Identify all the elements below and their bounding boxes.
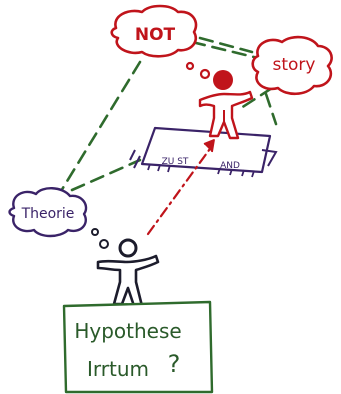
navy-thought-bubbles bbox=[91, 228, 109, 249]
connector-not-to-theorie bbox=[56, 60, 142, 198]
connector-story-to-board bbox=[264, 92, 278, 126]
hypothese-box: Hypothese Irrtum ? bbox=[62, 300, 214, 394]
navy-stick-figure bbox=[96, 238, 160, 308]
red-arrow-line bbox=[146, 144, 214, 236]
zustand-right-label: AND bbox=[220, 161, 240, 171]
not-cloud-shape bbox=[110, 4, 198, 58]
red-bubble-large bbox=[199, 68, 211, 80]
connector-theorie-to-board bbox=[70, 158, 142, 192]
not-label: NOT bbox=[135, 25, 176, 45]
story-cloud: story bbox=[251, 35, 333, 96]
story-cloud-shape bbox=[251, 35, 333, 96]
theorie-cloud-shape bbox=[8, 187, 88, 238]
theorie-label: Theorie bbox=[21, 206, 75, 222]
red-arrow-head bbox=[203, 139, 215, 153]
connector-story-to-figure bbox=[236, 86, 274, 112]
hypothese-box-shape bbox=[62, 300, 214, 394]
navy-figure-body bbox=[96, 254, 160, 308]
navy-bubble-large bbox=[99, 239, 109, 249]
connector-top-long bbox=[198, 36, 254, 54]
theorie-cloud: Theorie bbox=[8, 187, 88, 238]
question-mark: ? bbox=[168, 350, 181, 378]
board-edge-left bbox=[129, 149, 141, 169]
board-edge-right bbox=[261, 149, 278, 167]
dashed-connectors bbox=[56, 36, 278, 198]
navy-figure-head bbox=[118, 238, 138, 258]
hypothese-label: Hypothese bbox=[74, 319, 181, 343]
navy-bubble-small bbox=[91, 228, 99, 236]
zustand-board: ZU ST AND bbox=[129, 126, 278, 178]
red-thought-bubbles bbox=[185, 61, 211, 80]
red-arrow bbox=[146, 139, 215, 236]
board-spikes bbox=[147, 163, 255, 178]
connector-not-to-story bbox=[190, 40, 260, 60]
red-figure-body bbox=[198, 90, 254, 140]
zustand-left-label: ZU ST bbox=[162, 157, 189, 167]
red-figure-head bbox=[213, 70, 233, 90]
irrtum-label: Irrtum bbox=[87, 357, 149, 381]
not-cloud: NOT bbox=[110, 4, 198, 58]
red-stick-figure bbox=[198, 70, 254, 140]
story-label: story bbox=[273, 55, 316, 75]
red-bubble-small bbox=[185, 61, 195, 71]
